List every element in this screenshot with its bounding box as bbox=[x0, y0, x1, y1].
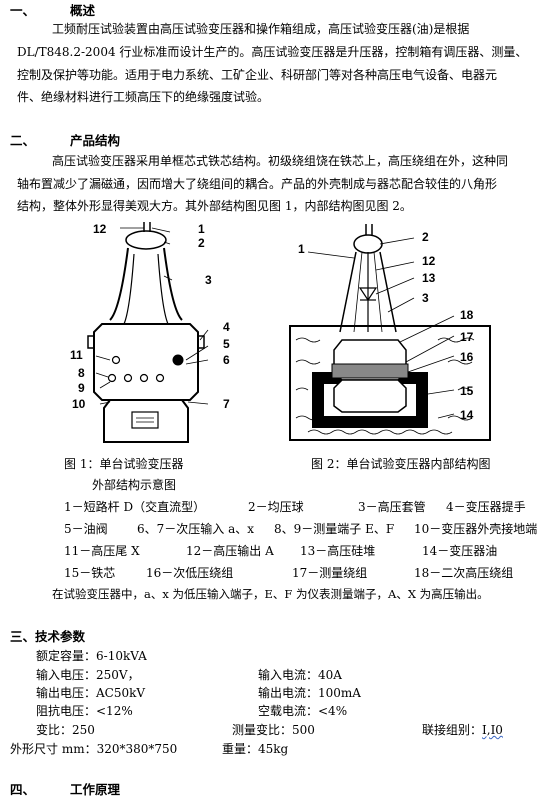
figure-1-exterior-diagram bbox=[87, 222, 209, 443]
fig2-label-1: 1 bbox=[298, 242, 305, 256]
param-connection-group-label: 联接组别： bbox=[422, 723, 483, 737]
fig1-label-2: 2 bbox=[198, 236, 205, 250]
legend-1: 1－短路杆 D（交直流型） bbox=[64, 500, 206, 514]
fig1-label-6: 6 bbox=[223, 353, 230, 367]
section-2-title: 产品结构 bbox=[70, 133, 121, 148]
param-connection-group: 联接组别：I,I0 bbox=[422, 721, 503, 738]
fig1-label-8: 8 bbox=[78, 366, 85, 380]
param-noload-current: 空载电流：<4% bbox=[258, 704, 348, 718]
legend-6-7: 6、7－次压输入 a、x bbox=[137, 522, 255, 536]
fig2-label-18: 18 bbox=[460, 308, 474, 322]
legend-13: 13－高压硅堆 bbox=[300, 544, 376, 558]
structure-line-2: 轴布置减少了漏磁通，因而增大了绕组间的耦合。产品的外壳制成与器芯配合较佳的八角形 bbox=[17, 177, 498, 191]
fig1-label-4: 4 bbox=[223, 320, 230, 334]
fig1-label-12: 12 bbox=[93, 222, 107, 236]
legend-4: 4－变压器提手 bbox=[446, 500, 526, 514]
section-1-title: 概述 bbox=[70, 3, 96, 18]
legend-8-9: 8、9－测量端子 E、F bbox=[274, 522, 395, 536]
fig1-caption: 图 1：单台试验变压器 bbox=[64, 457, 184, 471]
param-connection-group-value: I,I0 bbox=[482, 723, 503, 737]
fig1-label-3: 3 bbox=[205, 273, 212, 287]
legend-17: 17－测量绕组 bbox=[292, 566, 368, 580]
param-input-voltage: 输入电压：250V， bbox=[36, 668, 140, 682]
overview-line-1: 工频耐压试验装置由高压试验变压器和操作箱组成，高压试验变压器(油)是根据 bbox=[52, 22, 470, 36]
fig1-caption-sub: 外部结构示意图 bbox=[92, 478, 177, 492]
overview-line-2: DL/T848.2-2004 行业标准而设计生产的。高压试验变压器是升压器，控制… bbox=[17, 45, 528, 59]
section-4-title: 工作原理 bbox=[70, 782, 121, 797]
fig2-label-12: 12 bbox=[422, 254, 436, 268]
fig1-label-5: 5 bbox=[223, 337, 230, 351]
fig1-label-1: 1 bbox=[198, 222, 205, 236]
legend-3: 3－高压套管 bbox=[358, 500, 426, 514]
fig2-label-13: 13 bbox=[422, 271, 436, 285]
overview-line-3: 控制及保护等功能。适用于电力系统、工矿企业、科研部门等对各种高压电气设备、电器元 bbox=[17, 68, 498, 82]
fig2-label-3: 3 bbox=[422, 291, 429, 305]
param-weight: 重量：45kg bbox=[222, 742, 289, 756]
structure-line-3: 结构，整体外形显得美观大方。其外部结构图见图 1，内部结构图见图 2。 bbox=[17, 199, 412, 213]
section-1-number: 一、 bbox=[10, 3, 36, 18]
figure-2-interior-diagram bbox=[289, 224, 491, 441]
param-measure-ratio: 测量变比：500 bbox=[232, 723, 315, 737]
param-output-voltage: 输出电压：AC50kV bbox=[36, 686, 146, 700]
legend-12: 12－高压输出 A bbox=[186, 544, 274, 558]
fig1-label-9: 9 bbox=[78, 381, 85, 395]
fig1-label-7: 7 bbox=[223, 397, 230, 411]
structure-line-1: 高压试验变压器采用单框芯式铁芯结构。初级绕组饶在铁芯上，高压绕组在外，这种同 bbox=[52, 154, 509, 168]
section-2-number: 二、 bbox=[10, 133, 36, 148]
fig2-label-17: 17 bbox=[460, 330, 474, 344]
param-capacity: 额定容量：6-10kVA bbox=[36, 649, 147, 663]
section-3-title: 三、技术参数 bbox=[10, 629, 86, 644]
fig1-label-10: 10 bbox=[72, 397, 86, 411]
legend-5: 5－油阀 bbox=[64, 522, 108, 536]
legend-15: 15－铁芯 bbox=[64, 566, 116, 580]
param-ratio: 变比：250 bbox=[36, 723, 95, 737]
param-input-current: 输入电流：40A bbox=[258, 668, 342, 682]
fig2-label-14: 14 bbox=[460, 408, 474, 422]
fig2-caption: 图 2：单台试验变压器内部结构图 bbox=[311, 457, 491, 471]
legend-2: 2－均压球 bbox=[248, 500, 304, 514]
legend-note: 在试验变压器中，a、x 为低压输入端子，E、F 为仪表测量端子，A、X 为高压输… bbox=[52, 587, 489, 601]
fig1-label-11: 11 bbox=[70, 348, 83, 362]
param-impedance-voltage: 阻抗电压：<12% bbox=[36, 704, 133, 718]
legend-14: 14－变压器油 bbox=[422, 544, 498, 558]
fig2-label-2: 2 bbox=[422, 230, 429, 244]
legend-16: 16－次低压绕组 bbox=[146, 566, 234, 580]
fig2-label-15: 15 bbox=[460, 384, 474, 398]
legend-18: 18－二次高压绕组 bbox=[414, 566, 514, 580]
legend-10: 10－变压器外壳接地端 bbox=[414, 522, 538, 536]
param-dimensions: 外形尺寸 mm：320*380*750 bbox=[10, 742, 178, 756]
param-output-current: 输出电流：100mA bbox=[258, 686, 361, 700]
section-4-number: 四、 bbox=[10, 782, 36, 797]
legend-11: 11－高压尾 X bbox=[64, 544, 140, 558]
fig2-label-16: 16 bbox=[460, 350, 474, 364]
overview-line-4: 件、绝缘材料进行工频高压下的绝缘强度试验。 bbox=[17, 90, 270, 104]
